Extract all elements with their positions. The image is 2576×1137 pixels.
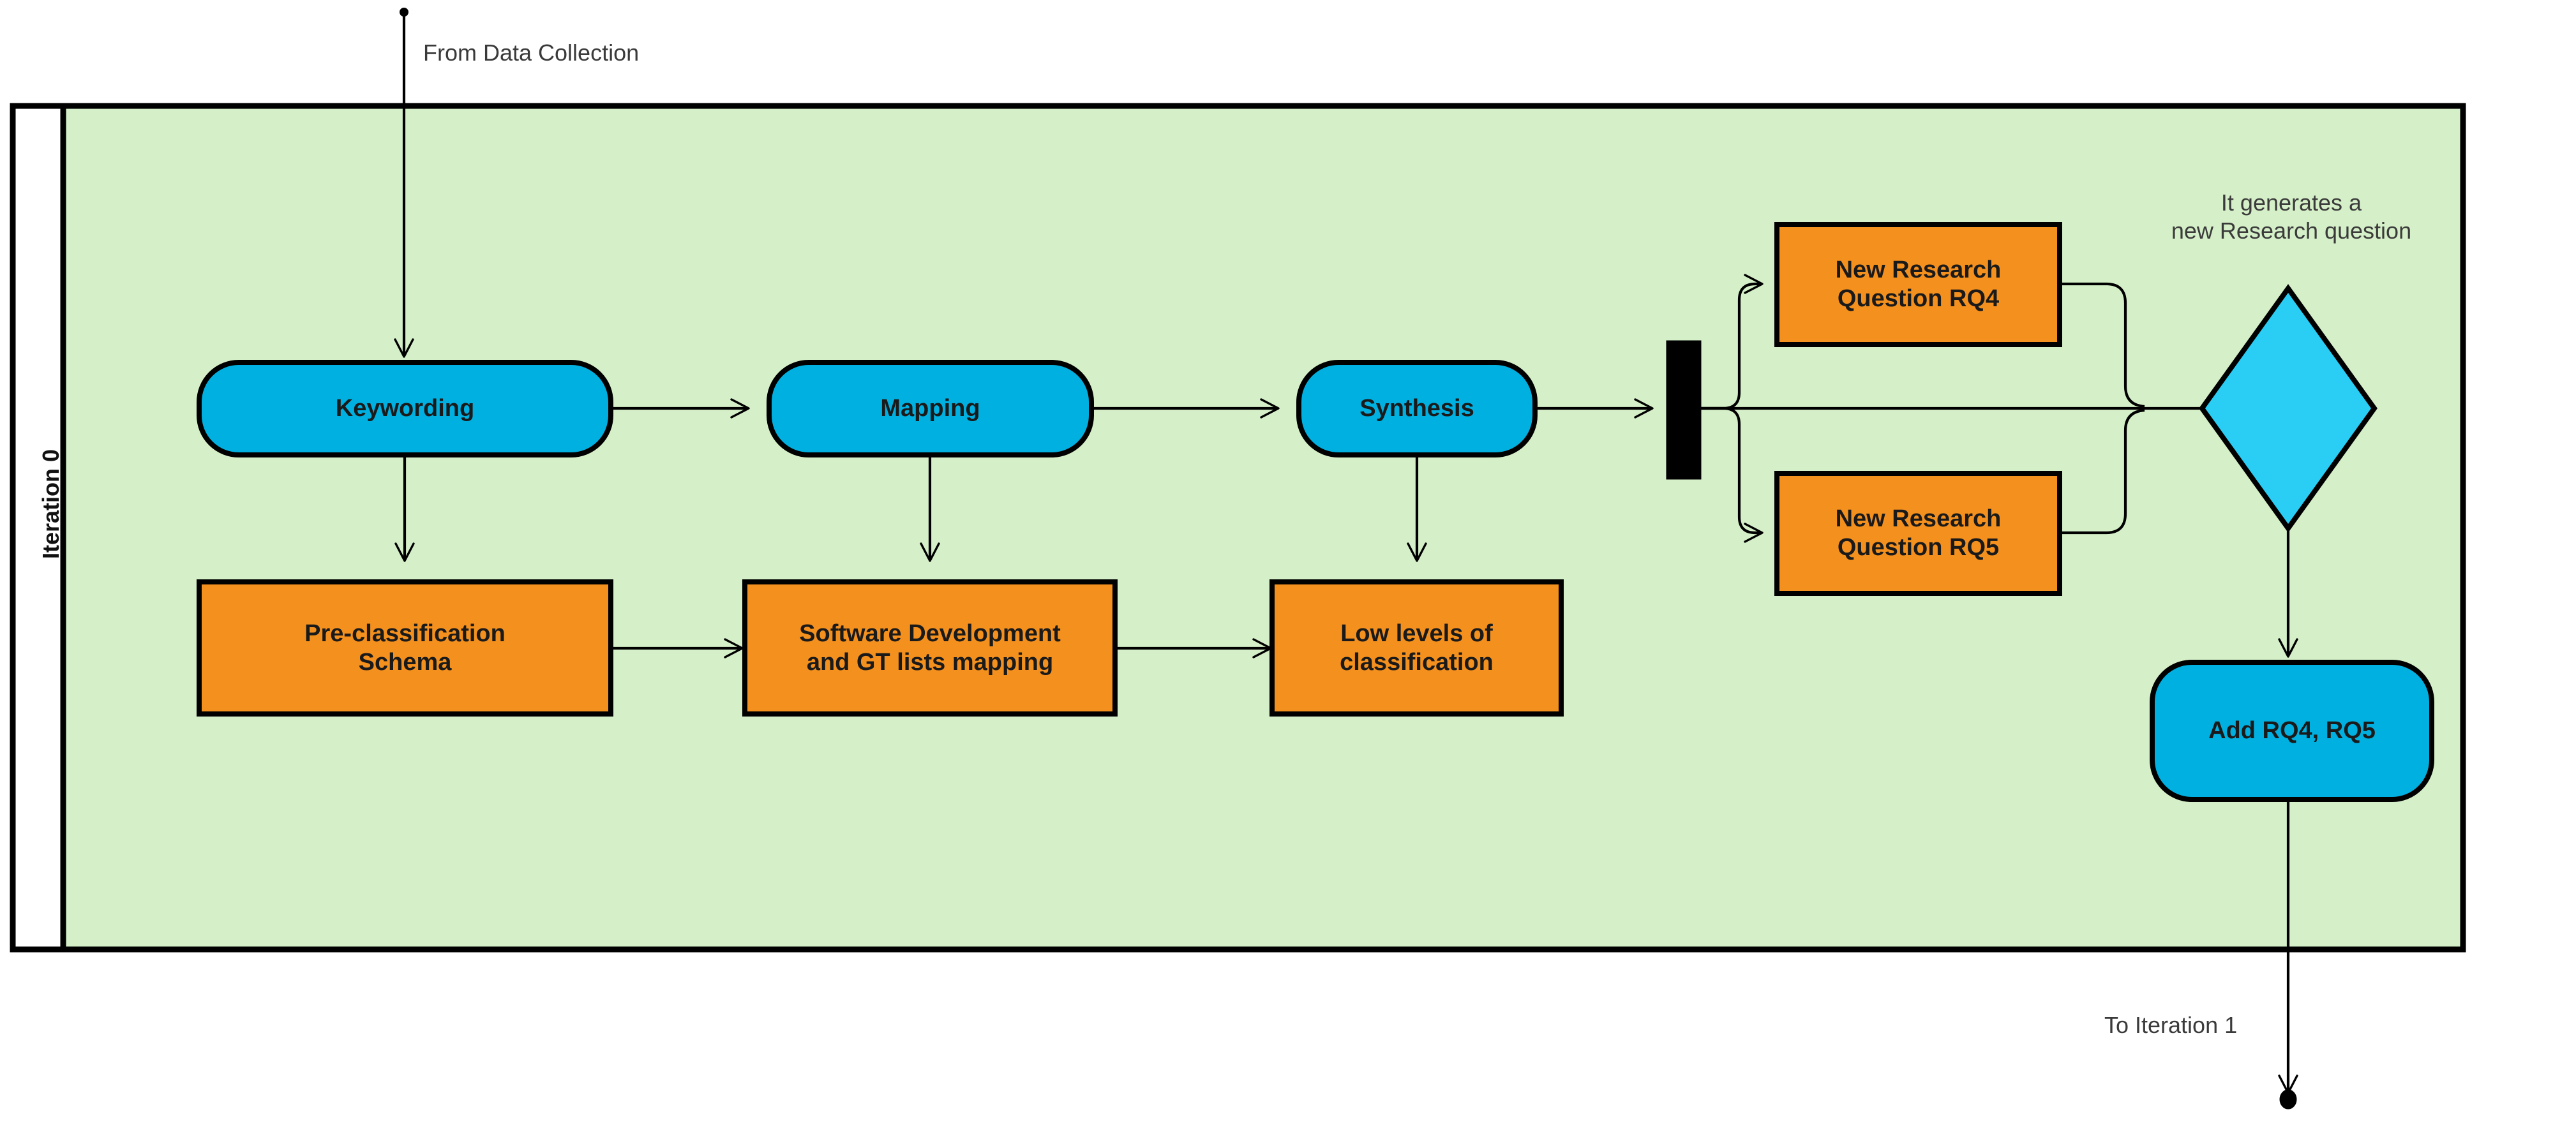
exit-label: To Iteration 1 — [2104, 1012, 2238, 1039]
decision-annotation-line-1: It generates a — [2220, 190, 2362, 216]
edge-rq4-to-decision — [2060, 282, 2145, 408]
activity-keywording[interactable] — [197, 360, 613, 457]
artifact-software-development[interactable] — [742, 579, 1118, 717]
decision-annotation: It generates a new Research question — [2100, 185, 2483, 249]
activity-add-rq4-rq5[interactable] — [2150, 660, 2434, 802]
edge-rq5-to-decision — [2060, 408, 2145, 535]
swimlane-header-column — [10, 103, 66, 953]
artifact-low-levels-of-classification[interactable] — [1269, 579, 1564, 717]
entry-label: From Data Collection — [423, 40, 640, 66]
artifact-new-research-question-rq5[interactable] — [1774, 471, 2062, 596]
swimlane-body — [60, 103, 2466, 953]
activity-synthesis[interactable] — [1296, 360, 1538, 457]
end-connector-dot — [2279, 1089, 2297, 1110]
edge-fork-to-rq5 — [1700, 406, 1764, 543]
activity-mapping[interactable] — [767, 360, 1094, 457]
swimlane-iteration-0 — [10, 103, 2466, 953]
swimlane-title: Iteration 0 — [38, 449, 64, 560]
entry-flow — [394, 8, 414, 358]
decision-annotation-line-2: new Research question — [2171, 218, 2412, 244]
artifact-pre-classification-schema[interactable] — [197, 579, 613, 717]
artifact-new-research-question-rq4[interactable] — [1774, 222, 2062, 347]
fork-bar — [1666, 340, 1702, 480]
